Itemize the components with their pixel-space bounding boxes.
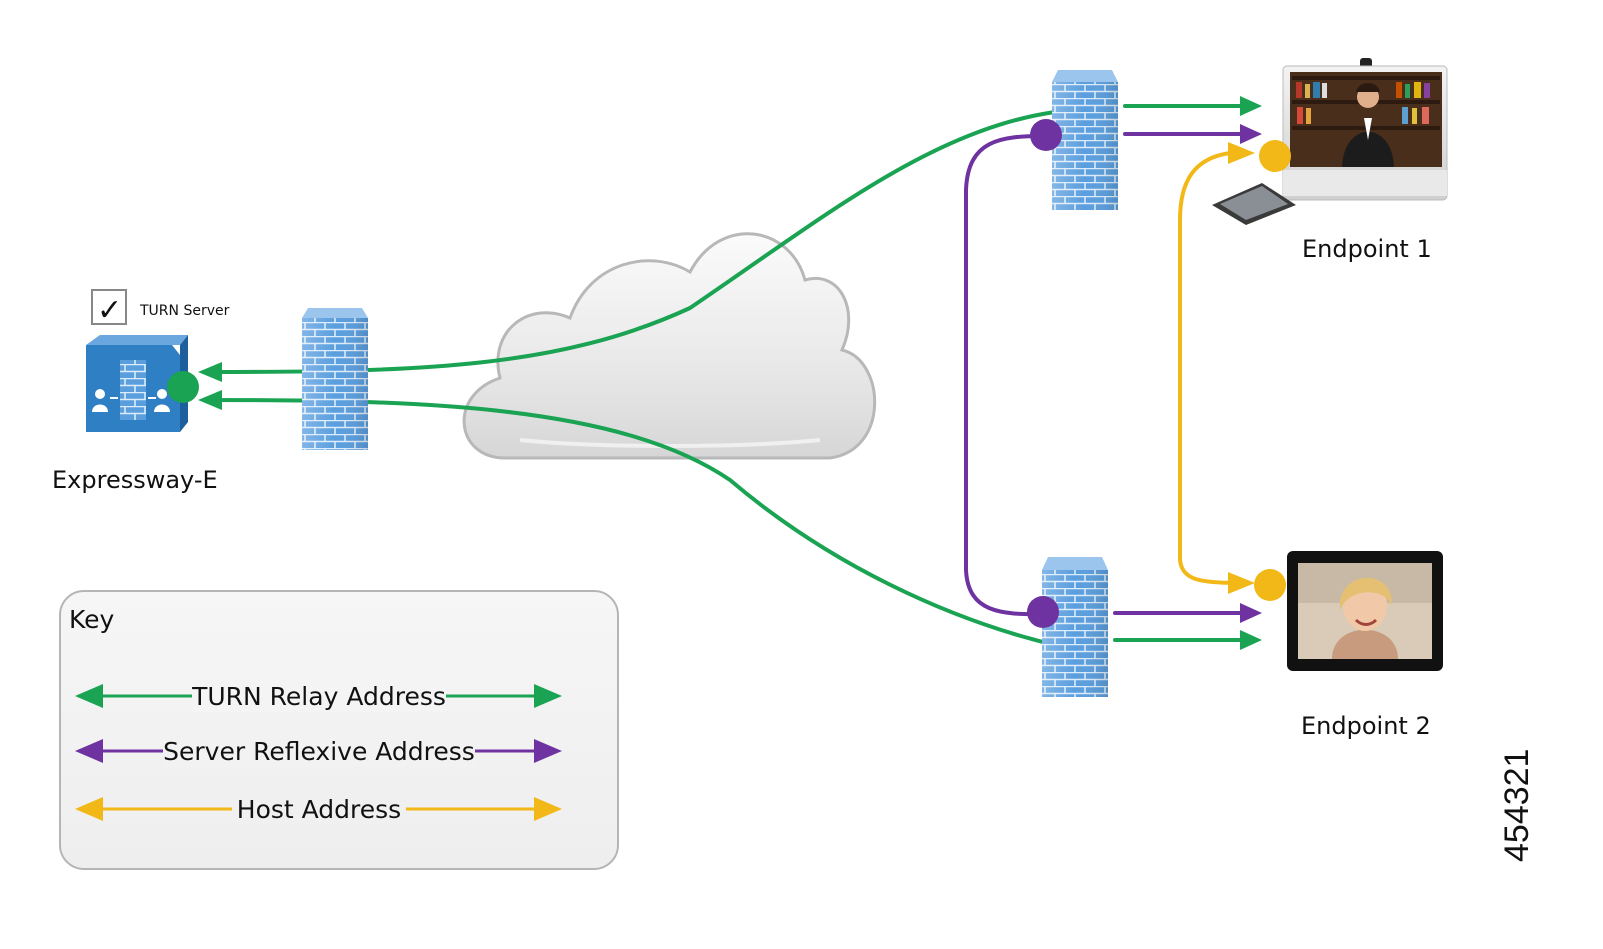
host-path: [1178, 151, 1242, 585]
turn-server-label: TURN Server: [139, 303, 230, 319]
checkbox-checkmark: ✓: [97, 293, 122, 328]
key-item-turn-relay: TURN Relay Address: [75, 680, 562, 712]
cloud-icon: [462, 232, 877, 460]
turn-server-checkbox: [91, 289, 127, 325]
host-dot-endpoint2: [1254, 569, 1286, 601]
srflx-dot-endpoint2: [1027, 596, 1059, 628]
expressway-e-node: ✓ TURN Server Expressway-E: [52, 289, 230, 494]
turn-arrowhead-2: [198, 390, 222, 410]
video-endpoint-icon: [1212, 58, 1448, 225]
endpoint2-label: Endpoint 2: [1301, 712, 1431, 740]
key-label-server-reflexive: Server Reflexive Address: [163, 737, 475, 766]
turn-relay-path-endpoint2: [208, 398, 1057, 647]
turn-relay-dot: [167, 371, 199, 403]
firewall-icon: [1042, 557, 1108, 697]
turn-relay-path-endpoint1: [208, 110, 1057, 374]
firewall-icon: [302, 308, 368, 450]
turn-arrowhead-1: [198, 362, 222, 382]
tablet-endpoint-icon: [1287, 551, 1443, 671]
host-dot-endpoint1: [1259, 140, 1291, 172]
host-arrowhead-2: [1228, 572, 1255, 594]
endpoint-2-node: Endpoint 2: [1254, 551, 1443, 740]
connection-lines: [198, 96, 1262, 650]
figure-id: 454321: [1498, 749, 1536, 862]
legend-key: Key TURN Relay Address Server Reflexive …: [59, 590, 619, 870]
expressway-label: Expressway-E: [52, 466, 218, 494]
key-item-server-reflexive: Server Reflexive Address: [75, 735, 562, 767]
host-arrowhead-1: [1228, 142, 1255, 164]
key-label-host: Host Address: [237, 795, 401, 824]
key-title: Key: [69, 605, 115, 634]
key-item-host: Host Address: [75, 793, 562, 825]
firewall-icon: [1052, 70, 1118, 210]
endpoint1-label: Endpoint 1: [1302, 235, 1432, 263]
expressway-icon: [86, 335, 188, 432]
srflx-dot-endpoint1: [1030, 119, 1062, 151]
endpoint-1-node: Endpoint 1: [1212, 58, 1448, 263]
server-reflexive-path: [964, 134, 1047, 617]
key-label-turn-relay: TURN Relay Address: [191, 682, 446, 711]
